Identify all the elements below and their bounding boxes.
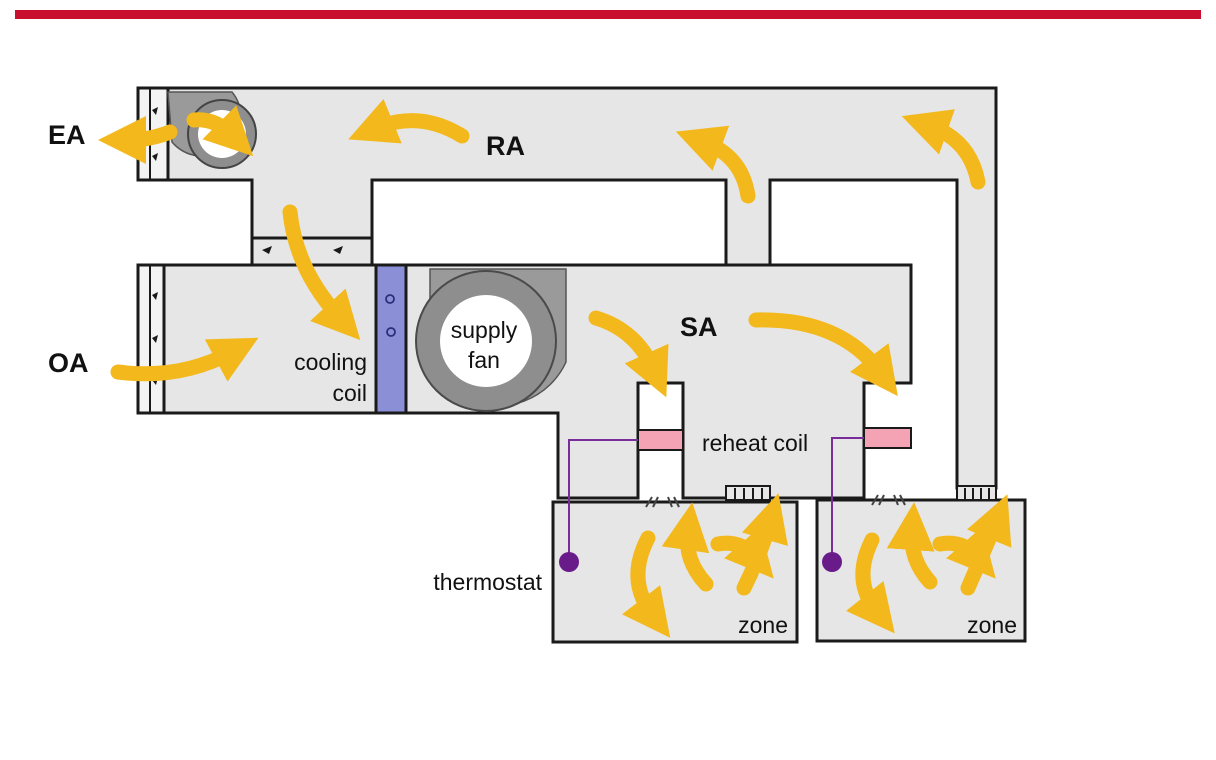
reheat-coil-2 [863,427,912,449]
label-supply-fan-1: supply [451,317,518,343]
label-cooling-coil-2: coil [332,380,367,406]
header-bar [15,10,1201,19]
arrow-zone2-down [846,532,895,634]
label-zone-1: zone [738,612,788,638]
thermostat-wiring [568,437,864,562]
arrow-supply-1 [588,310,669,398]
damper-icon [152,292,158,385]
arrow-supply-2 [748,312,898,397]
label-ea: EA [48,120,86,150]
thermostat-dot-icon [822,552,842,572]
label-zone-2: zone [967,612,1017,638]
label-reheat-coil: reheat coil [702,430,808,456]
label-thermostat: thermostat [433,569,542,595]
arrow-zone2-right [932,526,996,579]
label-oa: OA [48,348,89,378]
supply-fan [415,268,567,412]
arrow-zone1-up [736,493,788,596]
label-sa: SA [680,312,718,342]
ductwork [136,86,1027,644]
return-grille-1 [725,485,771,501]
arrow-zone2-up [960,494,1012,596]
arrow-exhaust-out [98,115,178,164]
outside-air-damper [136,263,166,415]
thermostat-dot-icon [559,552,579,572]
label-cooling-coil-1: cooling [294,349,367,375]
label-supply-fan-2: fan [468,347,500,373]
arrow-outside-air [110,337,259,382]
arrow-riser-2 [901,109,986,190]
reheat-coil-1 [637,429,684,451]
return-grille-2 [956,485,997,501]
arrow-return [348,98,470,144]
arrow-fan-inner [186,105,254,157]
mixing-damper-frame [250,236,374,267]
cooling-coil [374,263,408,415]
label-ra: RA [486,131,525,161]
arrow-zone2-loop [886,502,938,590]
arrow-zone1-down [622,530,671,638]
arrow-zone1-loop [661,502,714,592]
airflow-arrows [98,98,1012,638]
arrow-return-down [282,204,361,341]
arrow-riser-1 [675,125,756,204]
